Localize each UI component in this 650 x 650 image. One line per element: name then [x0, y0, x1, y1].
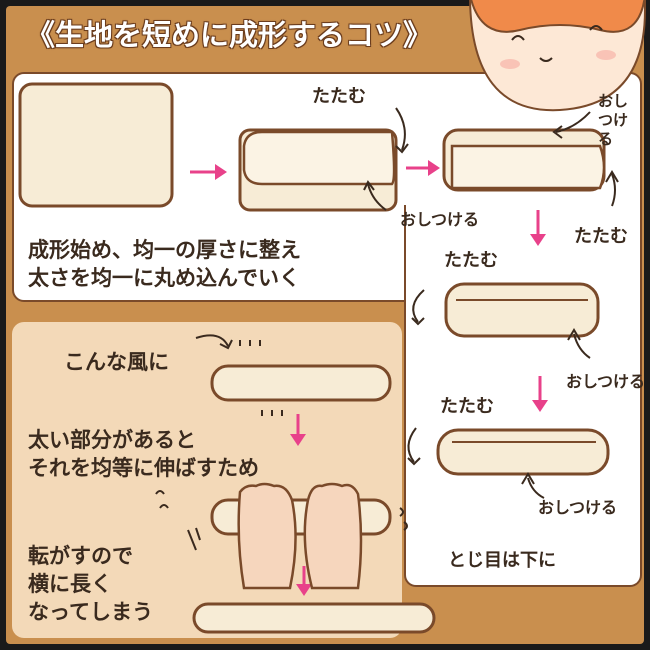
label-press-vertical: おし つけ る — [598, 92, 629, 148]
dough-roll-2 — [436, 428, 610, 476]
dough-sheet — [18, 82, 174, 208]
note-uniform-line2: 太さを均一に丸め込んでいく — [28, 266, 300, 290]
step-arrow — [296, 566, 312, 596]
hands-illustration — [237, 482, 363, 590]
note-roll-line1: 転がすので — [28, 544, 133, 568]
dough-folded-once — [238, 128, 398, 212]
step-arrow — [530, 210, 546, 246]
note-thick-line1: 太い部分があると — [28, 428, 196, 452]
step-arrow — [190, 164, 227, 180]
dough-roll-1 — [444, 282, 600, 338]
note-thick-line2: それを均等に伸ばすため — [28, 456, 259, 480]
label-seam-down: とじ目は下に — [448, 550, 556, 571]
step-arrow — [290, 414, 306, 446]
label-fold: たたむ — [444, 250, 498, 271]
dough-roll-example — [210, 364, 392, 402]
label-fold: たたむ — [440, 396, 494, 417]
label-press: おしつける — [566, 372, 646, 391]
note-like-this: こんな風に — [64, 350, 169, 374]
dough-folded-twice — [442, 128, 606, 192]
pointer-arrow — [195, 107, 619, 499]
label-press: おしつける — [400, 210, 480, 229]
label-fold: たたむ — [574, 226, 628, 247]
dough-roll-long — [192, 602, 436, 634]
label-press: おしつける — [538, 498, 618, 517]
step-arrow — [406, 160, 440, 176]
note-uniform-line1: 成形始め、均一の厚さに整え — [28, 238, 301, 262]
step-arrow — [532, 376, 548, 412]
motion-marks — [155, 340, 408, 551]
note-roll-line3: なってしまう — [28, 600, 153, 624]
label-fold: たたむ — [312, 86, 366, 107]
note-roll-line2: 横に長く — [28, 572, 112, 596]
character-face — [469, 0, 646, 112]
page-title: 《生地を短めに成形するコツ》 — [26, 18, 433, 52]
